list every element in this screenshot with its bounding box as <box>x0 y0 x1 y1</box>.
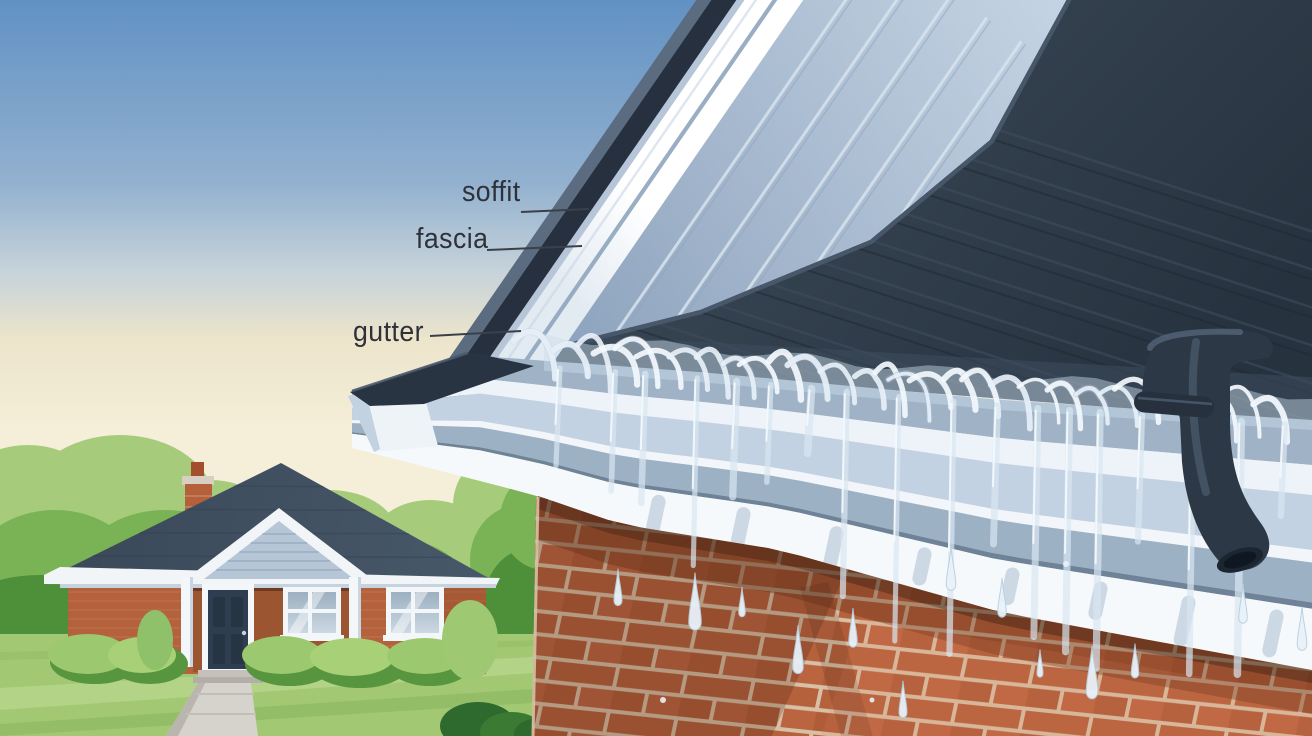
downspout-elbow <box>1134 328 1273 573</box>
soffit-label: soffit <box>462 176 521 208</box>
background-house <box>44 462 500 688</box>
gutter-leader-line <box>429 330 522 337</box>
fascia-label: fascia <box>416 223 489 255</box>
fascia-leader-line <box>486 245 583 251</box>
gutter-label: gutter <box>353 316 424 348</box>
leader-lines <box>429 208 590 337</box>
soffit-leader-line <box>520 208 590 213</box>
